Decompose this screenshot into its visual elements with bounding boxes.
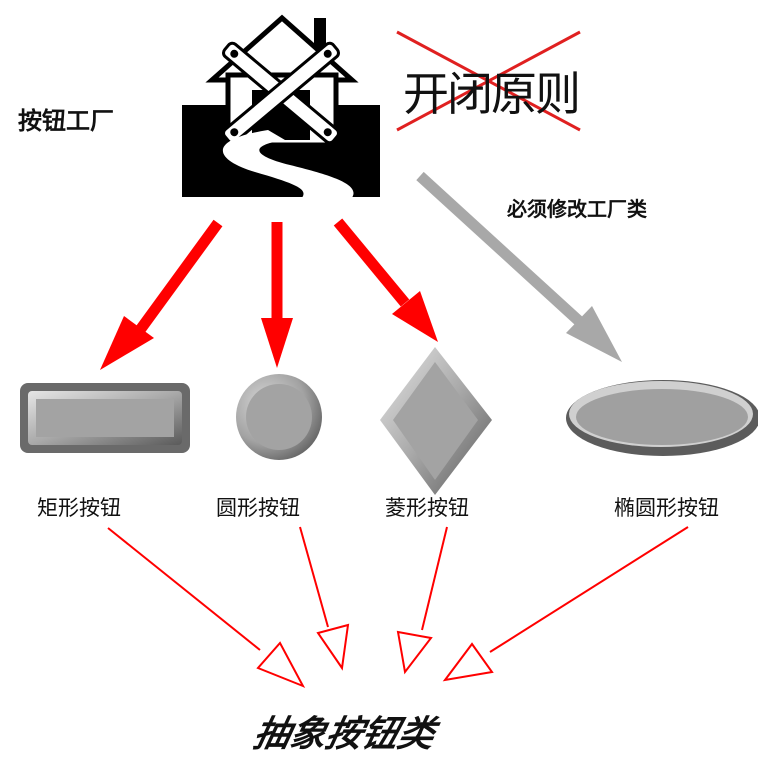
circle-button-shape <box>236 374 322 460</box>
button-label-rectangle: 矩形按钮 <box>37 496 121 520</box>
rectangle-button-shape <box>20 383 190 453</box>
inherit-arrow-rectangle <box>107 527 306 688</box>
button-label-ellipse: 椭圆形按钮 <box>614 496 719 520</box>
diamond-button-shape <box>380 347 492 495</box>
button-label-circle: 圆形按钮 <box>216 496 300 520</box>
abstract-class-label: 抽象按钮类 <box>249 714 439 755</box>
inherit-arrow-diamond <box>396 526 448 675</box>
inherit-arrow-ellipse <box>442 526 689 682</box>
red-arrow-to-diamond <box>333 218 438 342</box>
red-arrow-to-circle <box>261 222 293 368</box>
inherit-arrow-circle <box>299 526 350 671</box>
gray-arrow-to-ellipse <box>416 171 622 362</box>
principle-label: 开闭原则 <box>403 67 581 121</box>
cross-out-mark <box>396 30 581 132</box>
factory-house-icon <box>182 14 380 200</box>
red-arrow-to-rectangle <box>100 219 223 370</box>
factory-label: 按钮工厂 <box>18 107 114 135</box>
button-label-diamond: 菱形按钮 <box>385 496 469 520</box>
modify-factory-note: 必须修改工厂类 <box>507 197 647 221</box>
ellipse-button-shape <box>566 380 758 456</box>
